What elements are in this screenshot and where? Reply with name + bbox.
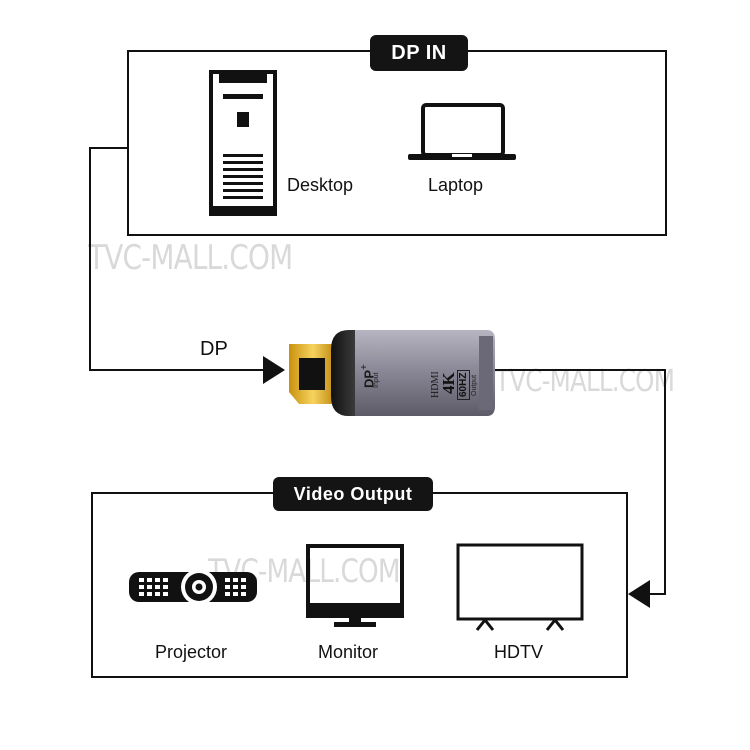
resolution-text: 4K (439, 372, 458, 394)
hdtv-label: HDTV (494, 642, 543, 662)
dp-input-text: Input (373, 372, 380, 388)
output-sub-text: Output (471, 374, 478, 396)
projector-icon (129, 569, 257, 605)
monitor-icon (306, 544, 404, 627)
laptop-icon (408, 103, 516, 160)
input-connector-line (89, 147, 265, 371)
desktop-tower-icon (209, 70, 277, 216)
adapter-body (331, 330, 495, 416)
dp-connector-label: DP (200, 338, 228, 360)
input-arrow (263, 356, 285, 384)
monitor-label: Monitor (318, 642, 379, 662)
output-arrow (628, 580, 650, 608)
hdtv-icon (456, 543, 584, 631)
dp-plus: + (359, 364, 370, 370)
output-connector-line (492, 369, 666, 595)
input-devices-box (127, 50, 667, 236)
projector-label: Projector (155, 642, 228, 662)
laptop-label: Laptop (428, 175, 484, 195)
output-section-title: Video Output (273, 477, 433, 511)
refresh-text: 60HZ (457, 369, 470, 400)
watermark-1: TVC-MALL.COM (88, 238, 293, 278)
adapter-graphic: DP+ Input HDMI 4K 60HZ Output (287, 328, 497, 418)
dp-plug (289, 344, 337, 404)
desktop-label: Desktop (287, 175, 354, 195)
input-section-title: DP IN (370, 35, 468, 71)
